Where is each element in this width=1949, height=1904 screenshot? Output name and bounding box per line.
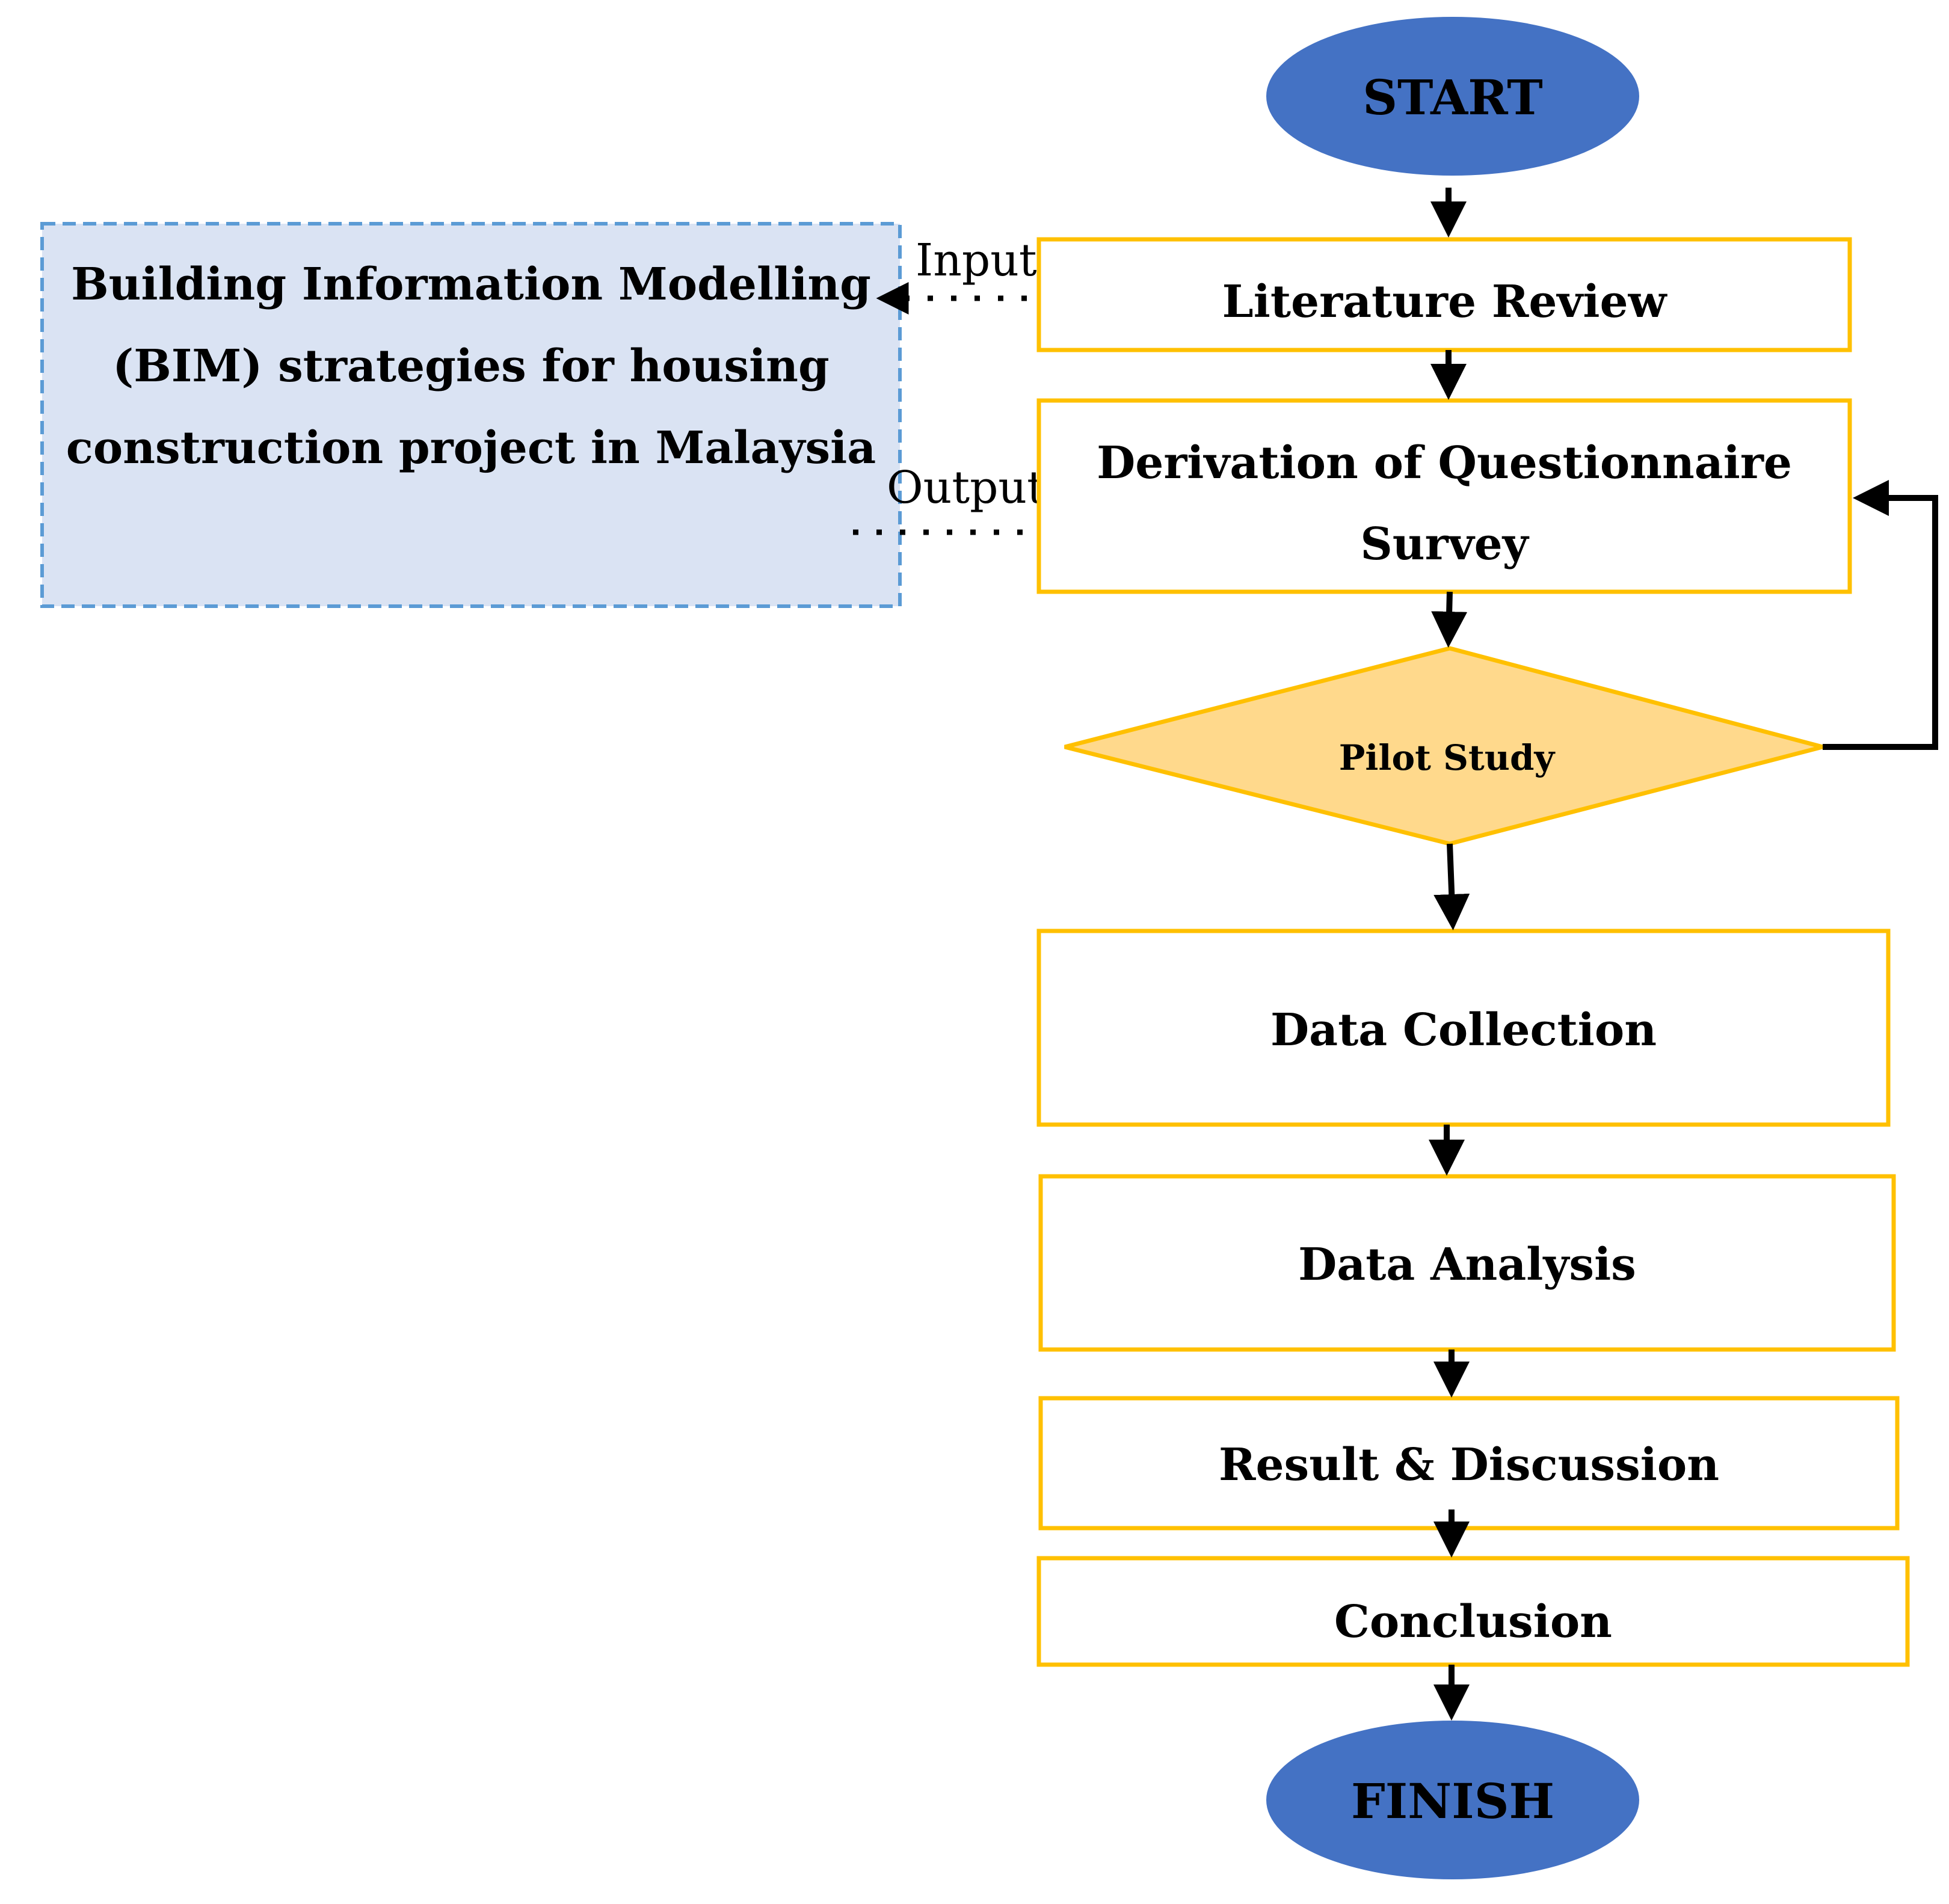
result-discussion-label: Result & Discussion <box>1219 1439 1719 1491</box>
data-collection-box: Data Collection <box>1036 929 1891 1127</box>
data-analysis-label: Data Analysis <box>1298 1239 1636 1291</box>
conclusion-box: Conclusion <box>1036 1556 1910 1667</box>
questionnaire-survey-line-1: Derivation of Questionnaire <box>1097 437 1792 489</box>
bim-box-line-1: Building Information Modelling <box>71 259 871 310</box>
questionnaire-survey-box: Derivation of Questionnaire Survey <box>1036 398 1852 594</box>
input-label: Input <box>916 235 1037 286</box>
literature-review-label: Literature Review <box>1222 276 1668 328</box>
conclusion-label: Conclusion <box>1334 1596 1612 1648</box>
start-label: START <box>1362 69 1543 126</box>
bim-box-line-2: (BIM) strategies for housing <box>112 340 829 392</box>
questionnaire-survey-line-2: Survey <box>1360 518 1529 570</box>
flow-arrows <box>1429 188 1938 1721</box>
arrow-questionnaire-to-pilot <box>1431 591 1468 648</box>
finish-label: FINISH <box>1351 1773 1554 1829</box>
literature-review-box: Literature Review <box>1036 237 1852 352</box>
bim-box-line-3: construction project in Malaysia <box>66 422 876 474</box>
input-connector: Input <box>876 235 1074 315</box>
output-label: Output <box>887 462 1045 514</box>
data-collection-label: Data Collection <box>1270 1004 1657 1056</box>
bim-strategies-box: Building Information Modelling (BIM) str… <box>40 222 902 608</box>
output-connector: Output <box>853 462 1080 548</box>
arrow-pilot-to-data-collection <box>1433 843 1470 930</box>
pilot-study-label: Pilot Study <box>1339 737 1556 778</box>
arrow-pilot-feedback-loop <box>1823 480 1938 750</box>
data-analysis-box: Data Analysis <box>1038 1174 1896 1352</box>
result-discussion-box: Result & Discussion <box>1038 1396 1900 1531</box>
pilot-study-decision: Pilot Study <box>1064 646 1831 846</box>
start-terminal: START <box>1266 17 1639 176</box>
finish-terminal: FINISH <box>1266 1721 1639 1879</box>
